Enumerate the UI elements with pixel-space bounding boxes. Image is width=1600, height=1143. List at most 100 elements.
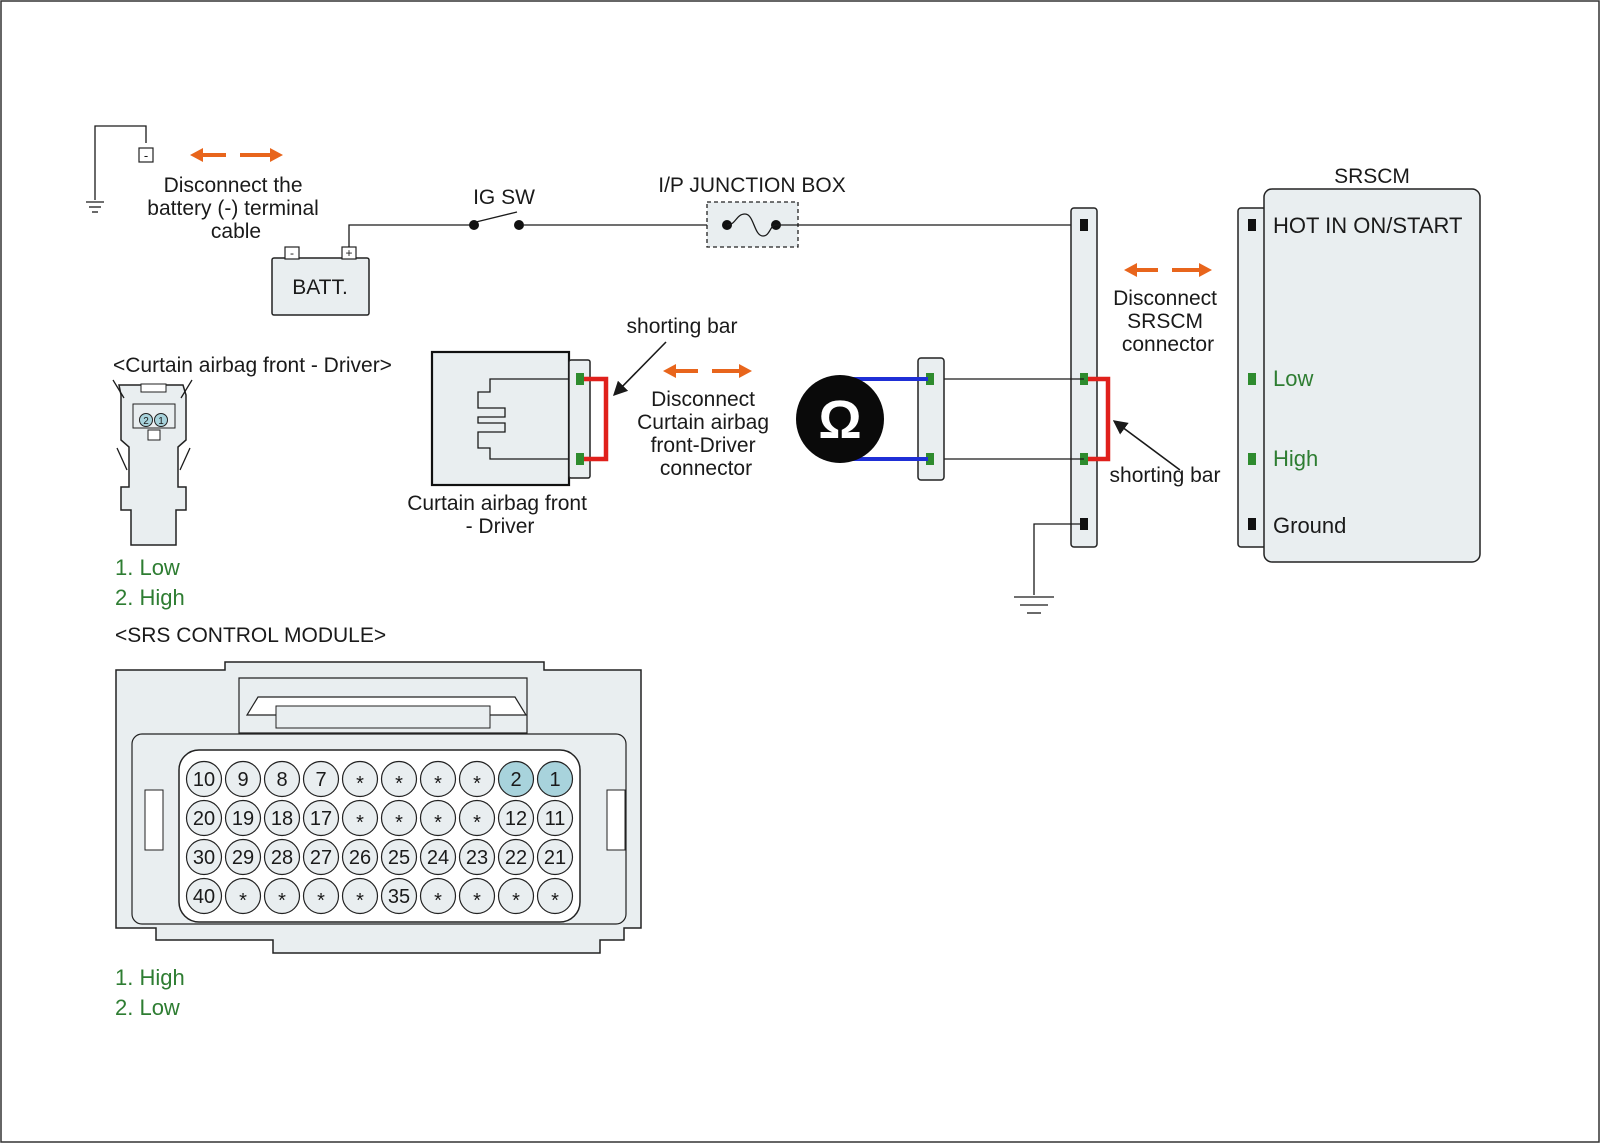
srs-pin — [380, 760, 418, 798]
srs-pin-label: 17 — [310, 808, 332, 830]
srs-pin-label: 18 — [271, 808, 293, 830]
svg-text:1: 1 — [158, 416, 164, 427]
srscm-module: SRSCM HOT IN ON/START Low High Ground — [1237, 165, 1481, 563]
svg-text:+: + — [345, 246, 352, 260]
srs-pin-label: 9 — [237, 769, 248, 791]
srs-pin — [224, 760, 262, 798]
curtain-disconnect-note: Disconnect Curtain airbag front-Driver c… — [637, 388, 775, 480]
srs-pin — [419, 838, 457, 876]
srs-pin — [185, 760, 223, 798]
srs-pin — [497, 877, 535, 915]
fuse-icon — [726, 213, 777, 237]
srs-pin — [263, 799, 301, 837]
srs-pin-label: 10 — [193, 769, 215, 791]
srs-pin — [302, 799, 340, 837]
negative-terminal-symbol: - — [144, 148, 148, 163]
srs-legend-high: 1. High — [115, 965, 185, 990]
srs-pin — [263, 838, 301, 876]
srs-pin-label: * — [356, 890, 364, 912]
srs-pin — [419, 799, 457, 837]
shorting-bar-srscm — [1088, 376, 1111, 462]
srs-pin-label: 28 — [271, 847, 293, 869]
srscm-title: SRSCM — [1334, 165, 1410, 188]
srs-pin-label: * — [434, 773, 442, 795]
harness-ground — [1014, 523, 1080, 614]
srs-pin — [302, 877, 340, 915]
srs-pin-label: * — [512, 890, 520, 912]
srs-pin-label: 23 — [466, 847, 488, 869]
srs-pin — [497, 838, 535, 876]
srs-pin-label: * — [395, 773, 403, 795]
srs-pin-label: 11 — [545, 808, 566, 830]
srs-pin-label: 25 — [388, 847, 410, 869]
srs-pin — [497, 799, 535, 837]
srs-pin-label: 21 — [544, 847, 566, 869]
srs-pin — [458, 838, 496, 876]
srs-pin-label: * — [473, 773, 481, 795]
srs-pin-label: 20 — [193, 808, 215, 830]
srs-pin-label: 19 — [232, 808, 254, 830]
test-connector — [917, 357, 945, 481]
srs-pin — [536, 760, 574, 798]
srs-pin-label: 1 — [549, 769, 560, 791]
srs-pin-label: * — [434, 890, 442, 912]
srs-pin-label: 2 — [510, 769, 521, 791]
srs-pin-label: * — [473, 890, 481, 912]
srs-pin-label: 22 — [505, 847, 527, 869]
ohm-icon: Ω — [818, 390, 861, 450]
srs-pin — [458, 877, 496, 915]
curtain-airbag-component — [430, 350, 591, 487]
srs-pin-label: 24 — [427, 847, 449, 869]
curtain-connector-title: <Curtain airbag front - Driver> — [113, 354, 392, 377]
srs-pin-label: 27 — [310, 847, 332, 869]
srs-pin-label: * — [356, 773, 364, 795]
ohmmeter: Ω — [796, 375, 884, 463]
srs-pin — [224, 877, 262, 915]
srs-pin-label: 40 — [193, 886, 215, 908]
battery-disconnect-note: Disconnect the battery (-) terminal cabl… — [147, 174, 324, 243]
srs-pin — [185, 838, 223, 876]
srs-pin — [185, 877, 223, 915]
curtain-component-label: Curtain airbag front - Driver — [407, 492, 593, 538]
srs-pin — [419, 877, 457, 915]
srscm-pin-low: Low — [1273, 366, 1313, 391]
battery-label: BATT. — [292, 276, 348, 299]
srscm-pin-high: High — [1273, 446, 1318, 471]
srs-pin — [341, 838, 379, 876]
srs-pin — [185, 799, 223, 837]
battery-ground-circuit: - — [86, 125, 154, 213]
srs-pin — [224, 799, 262, 837]
ig-switch-label: IG SW — [473, 186, 535, 209]
srs-pin-label: 30 — [193, 847, 215, 869]
srs-pin — [536, 877, 574, 915]
srs-pin-label: * — [356, 812, 364, 834]
srscm-disconnect-arrows — [1124, 263, 1212, 277]
srs-pin-label: 12 — [505, 808, 527, 830]
svg-text:-: - — [290, 246, 294, 260]
srs-pin — [263, 877, 301, 915]
srscm-pin-ground: Ground — [1273, 513, 1346, 538]
srs-pin-label: * — [317, 890, 325, 912]
srs-pin-label: 7 — [315, 769, 326, 791]
srs-pin — [341, 877, 379, 915]
junction-box: I/P JUNCTION BOX — [658, 174, 846, 248]
ignition-switch: IG SW — [469, 186, 535, 230]
shorting-bar-pointer-right — [1112, 420, 1181, 471]
shorting-bar-pointer-top — [612, 341, 667, 397]
curtain-disconnect-arrows — [663, 364, 752, 378]
srs-pin — [341, 799, 379, 837]
shorting-bar-curtain — [584, 376, 609, 462]
srs-legend-low: 2. Low — [115, 995, 180, 1020]
srs-pin — [497, 760, 535, 798]
battery: - + BATT. — [271, 246, 370, 316]
srs-pin — [536, 799, 574, 837]
srs-pin-label: * — [434, 812, 442, 834]
srs-pin-label: * — [395, 812, 403, 834]
shorting-bar-label-top: shorting bar — [627, 315, 738, 338]
srscm-pin-hot: HOT IN ON/START — [1273, 213, 1462, 238]
srs-pin-label: 29 — [232, 847, 254, 869]
curtain-legend-high: 2. High — [115, 585, 185, 610]
srs-pin — [380, 838, 418, 876]
